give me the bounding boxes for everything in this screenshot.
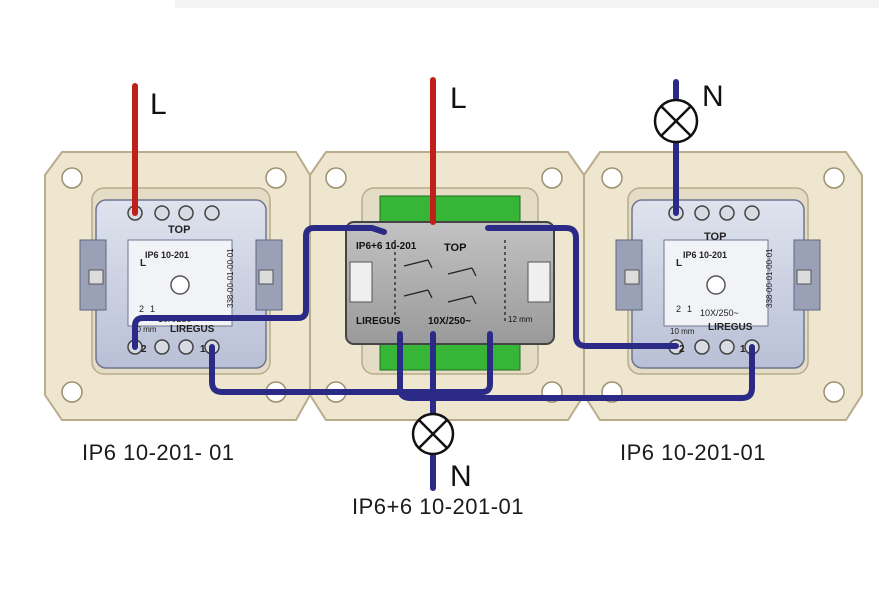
- left-switch-terminal-2: 2: [139, 304, 144, 314]
- left-switch: IP6 10-201 TOP L 2 1 10X/250~ LIREGUS 10…: [79, 199, 283, 369]
- wire-left-to-center-bottom: [209, 331, 493, 395]
- center-switch: IP6+6 10-201 TOP LIREGUS 10X/250~ 12 mm: [345, 195, 555, 371]
- wire-left-to-center-top: [132, 225, 387, 350]
- left-switch-brand: LIREGUS: [170, 324, 215, 335]
- right-switch-gauge: 10 mm: [670, 327, 695, 336]
- center-switch-top-label: TOP: [444, 242, 466, 254]
- left-switch-terminal-2-bottom: 2: [141, 344, 147, 355]
- left-switch-code: 338-00-01-00-01: [226, 248, 235, 308]
- wire-center-to-right-term1: [397, 331, 755, 401]
- center-switch-rating: 10X/250~: [428, 316, 471, 327]
- right-switch-terminal-1: 1: [687, 304, 692, 314]
- wire-center-to-right-term2: [485, 225, 679, 349]
- caption-right-switch: IP6 10-201-01: [620, 440, 766, 465]
- right-switch-rating: 10X/250~: [700, 308, 739, 318]
- frame-screw-holes: [61, 167, 845, 403]
- red-wires: [132, 77, 436, 225]
- left-switch-gauge: 10 mm: [132, 325, 157, 334]
- right-switch-model: IP6 10-201: [683, 250, 727, 260]
- center-switch-gauge: 12 mm: [508, 315, 533, 324]
- left-switch-terminal-l: L: [140, 258, 146, 269]
- right-switch: IP6 10-201 TOP L 2 1 10X/250~ LIREGUS 10…: [615, 199, 821, 369]
- caption-center-switch: IP6+6 10-201-01: [352, 494, 525, 519]
- label-right-neutral: N: [702, 80, 724, 113]
- label-center-live: L: [450, 82, 467, 115]
- label-left-live: L: [150, 88, 167, 121]
- left-switch-terminal-1: 1: [150, 304, 155, 314]
- label-bottom-neutral: N: [450, 460, 472, 493]
- right-switch-terminal-1-bottom: 1: [740, 344, 746, 355]
- left-terminal-screws: [127, 205, 220, 355]
- top-band: [175, 0, 879, 8]
- center-switch-brand: LIREGUS: [356, 316, 401, 327]
- caption-left-switch: IP6 10-201- 01: [82, 440, 235, 465]
- right-switch-terminal-2-bottom: 2: [679, 344, 685, 355]
- center-contact-symbols: [394, 240, 506, 322]
- center-switch-model: IP6+6 10-201: [356, 241, 417, 252]
- left-switch-terminal-1-bottom: 1: [200, 344, 206, 355]
- right-switch-terminal-l: L: [676, 258, 682, 269]
- left-switch-model: IP6 10-201: [145, 250, 189, 260]
- lamp-top-right: [653, 98, 699, 144]
- right-switch-terminal-2: 2: [676, 304, 681, 314]
- blue-wires: [132, 79, 755, 491]
- right-switch-top-label: TOP: [704, 231, 726, 243]
- left-switch-top-label: TOP: [168, 224, 190, 236]
- right-switch-brand: LIREGUS: [708, 322, 753, 333]
- lamp-bottom-center: [411, 412, 455, 456]
- right-switch-code: 338-00-01-00-01: [765, 248, 774, 308]
- right-terminal-screws: [668, 205, 760, 355]
